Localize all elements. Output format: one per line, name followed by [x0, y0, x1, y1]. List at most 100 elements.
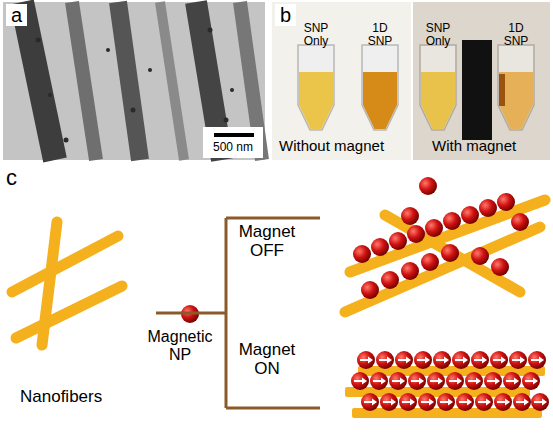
particle [503, 372, 521, 390]
speck [224, 118, 229, 123]
vial-label: SNP Only [416, 22, 460, 48]
particle [484, 372, 502, 390]
aligned-particles [351, 351, 549, 411]
particle [376, 351, 394, 369]
branch-label: Magnet OFF [236, 223, 298, 260]
particle [395, 351, 413, 369]
branch-lines [156, 218, 320, 408]
scale-box [203, 127, 263, 158]
nanofibers [12, 222, 122, 345]
particle [446, 372, 464, 390]
particle [351, 372, 369, 390]
magnet [462, 40, 492, 140]
speck [36, 38, 41, 43]
particle [370, 372, 388, 390]
particle [522, 372, 540, 390]
branch-off [226, 217, 320, 220]
vial [420, 45, 456, 130]
branch-stem [156, 312, 226, 315]
particle [452, 351, 470, 369]
particle [425, 219, 443, 237]
particle [389, 232, 407, 250]
random-fibers [345, 200, 545, 312]
particle [381, 271, 399, 289]
particle [361, 393, 379, 411]
particle [479, 199, 497, 217]
particle [414, 351, 432, 369]
component-label: Nanofibers [20, 388, 102, 407]
component-label: Magnetic NP [140, 328, 220, 363]
branch-on [226, 407, 320, 410]
vial-label: SNP Only [294, 22, 338, 48]
particle [401, 262, 419, 280]
panel-letter: c [6, 166, 17, 190]
nanofiber-rod [72, 2, 96, 160]
nanofiber-rod [160, 2, 184, 160]
particle [513, 393, 531, 411]
random-particles [353, 177, 529, 299]
panel-letter: b [275, 4, 296, 26]
particle [511, 213, 529, 231]
panel-letter: a [6, 4, 27, 26]
particle [380, 393, 398, 411]
vial [498, 45, 534, 130]
particle [490, 351, 508, 369]
fiber [12, 236, 118, 292]
vial-liquid [421, 72, 455, 129]
vial-liquid [499, 72, 533, 129]
particle [418, 393, 436, 411]
scale-bar [214, 133, 254, 137]
particle [353, 245, 371, 263]
particle-specks [36, 28, 235, 143]
photo-caption: With magnet [432, 138, 516, 155]
particle [399, 393, 417, 411]
vial-label: 1D SNP [360, 22, 400, 48]
particle [401, 207, 419, 225]
particle [419, 177, 437, 195]
particle [531, 393, 549, 411]
vial [362, 45, 398, 130]
particle [471, 351, 489, 369]
particle [475, 393, 493, 411]
particle [456, 393, 474, 411]
speck [48, 93, 52, 97]
photo-background [272, 2, 411, 160]
particle [433, 351, 451, 369]
particle [389, 372, 407, 390]
photo-caption: Without magnet [279, 138, 384, 155]
particle [497, 193, 515, 211]
particle [361, 281, 379, 299]
vial-liquid [363, 72, 397, 129]
particle [357, 351, 375, 369]
particle [443, 212, 461, 230]
speck [106, 48, 110, 52]
branch-label: Magnet ON [236, 341, 298, 378]
fiber [345, 227, 540, 312]
particle [427, 372, 445, 390]
particle [421, 253, 439, 271]
particle [408, 372, 426, 390]
speck [131, 108, 136, 113]
particle [441, 244, 459, 262]
particle [437, 393, 455, 411]
particle [461, 206, 479, 224]
aligned-fibers [345, 366, 545, 418]
particle [471, 247, 489, 265]
speck [64, 138, 69, 143]
speck [208, 28, 213, 33]
nanofiber-rod [118, 2, 140, 160]
vial-label: 1D SNP [496, 22, 536, 48]
particle [494, 393, 512, 411]
tem-background [3, 2, 265, 160]
scale-label: 500 nm [203, 141, 263, 154]
vial-liquid [299, 72, 333, 129]
particle [491, 258, 509, 276]
branch-trunk [225, 218, 228, 408]
particle [371, 238, 389, 256]
particle [465, 372, 483, 390]
speck [148, 68, 152, 72]
particle [509, 351, 527, 369]
speck [230, 88, 234, 92]
photo-background [413, 2, 550, 160]
